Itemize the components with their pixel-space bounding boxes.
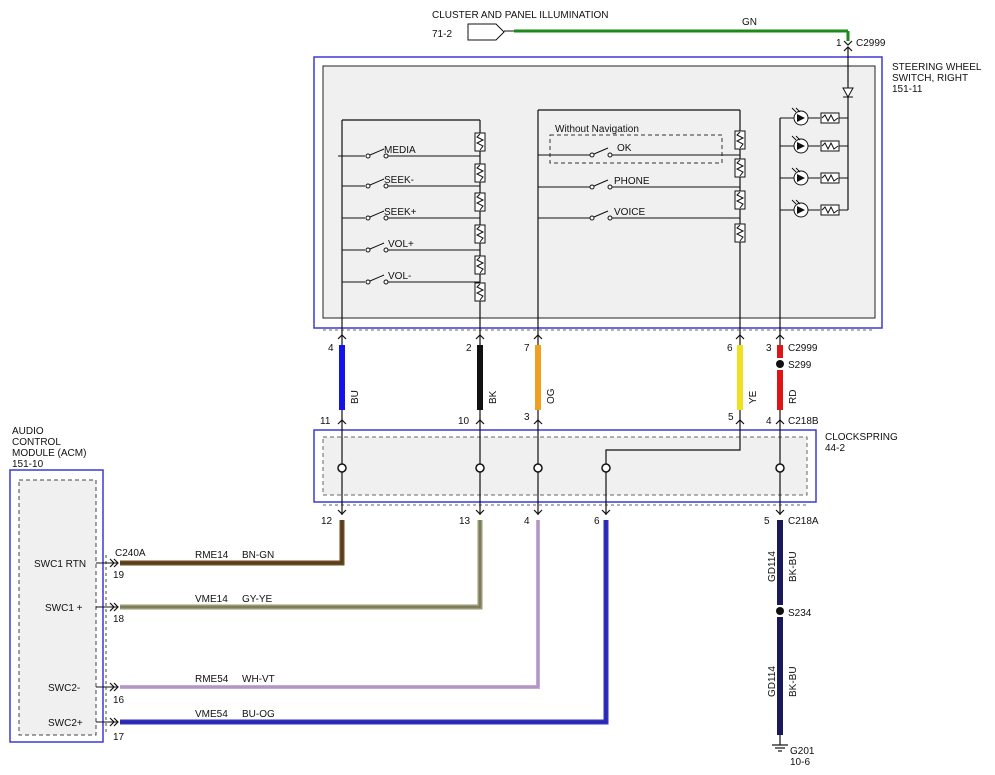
acm-title-1: AUDIO (12, 426, 44, 437)
top-source-title: CLUSTER AND PANEL ILLUMINATION (432, 10, 609, 21)
acm-pin-18: 18 (113, 614, 125, 625)
acm-pin-label-swc2-minus: SWC2- (48, 683, 80, 694)
ground-color-lower: BK-BU (788, 666, 799, 697)
pin-c218a-13: 13 (459, 516, 471, 527)
clockspring-inner (322, 436, 808, 496)
acm-pins: SWC1 RTN 19 SWC1 + 18 SWC2- 16 SWC2+ 17 (34, 558, 125, 743)
color-gy-ye: GY-YE (242, 594, 273, 605)
acm-pin-17: 17 (113, 732, 125, 743)
acm-title-2: CONTROL (12, 437, 61, 448)
acm-pin-label-swc1-rtn: SWC1 RTN (34, 559, 86, 570)
splice-s234 (776, 607, 784, 615)
splice-s299 (776, 360, 784, 368)
ground-circuit-lower: GD114 (767, 666, 778, 697)
clockspring-bottom-pins: 12 13 4 6 5 C218A (321, 509, 819, 527)
c2999-top-label: C2999 (856, 38, 886, 49)
pin-top-ye: 6 (727, 343, 733, 354)
switch-label-media: MEDIA (384, 145, 416, 156)
pin-bottom-ye: 5 (728, 412, 734, 423)
gn-wire-label: GN (742, 17, 757, 28)
acm-connector-label: C240A (115, 548, 146, 559)
pin-c218a-12: 12 (321, 516, 333, 527)
clockspring-ref: 44-2 (825, 443, 845, 454)
pin-bottom-rd: 4 (766, 416, 772, 427)
connector-c218a-label: C218A (788, 516, 819, 527)
pin-bottom-bk: 10 (458, 416, 470, 427)
acm-wires: RME14 BN-GN VME14 GY-YE RME54 WH-VT VME5… (120, 520, 609, 725)
ground-ref-label: 10-6 (790, 757, 810, 768)
switch-label-ok: OK (617, 143, 632, 154)
pin-top-bk: 2 (466, 343, 472, 354)
color-rd: RD (788, 390, 799, 404)
harness-wires: 4 11 BU 2 10 BK 7 3 OG 6 5 YE (320, 330, 819, 427)
switch-label-vol-plus: VOL+ (388, 239, 414, 250)
diode-icon (842, 87, 854, 99)
acm-title-3: MODULE (ACM) (12, 448, 86, 459)
acm-pin-19: 19 (113, 570, 125, 581)
circuit-vme54: VME54 (195, 709, 228, 720)
wire-bu-og (120, 520, 609, 725)
acm-pin-label-swc2-plus: SWC2+ (48, 718, 83, 729)
steering-switch-inner (322, 65, 876, 319)
wire-bn-gn (120, 520, 345, 566)
pin-c218a-4: 4 (524, 516, 530, 527)
ground-g201-label: G201 (790, 746, 815, 757)
switch-label-seek-minus: SEEK- (384, 175, 414, 186)
left-switch-bank: MEDIA SEEK- SEEK+ VOL+ VOL- (338, 132, 486, 302)
circuit-vme14: VME14 (195, 594, 228, 605)
clockspring-outline (313, 429, 817, 503)
color-bu-og: BU-OG (242, 709, 275, 720)
led-illumination-bank (779, 47, 854, 330)
pin-top-rd: 3 (766, 343, 772, 354)
ground-color-upper: BK-BU (788, 551, 799, 582)
switch-label-vol-minus: VOL- (388, 271, 411, 282)
pin-bottom-bu: 11 (320, 416, 331, 427)
pin-c218a-5: 5 (764, 516, 770, 527)
connector-c2999-label: C2999 (788, 343, 818, 354)
right-switch-bank: Without Navigation OK PHONE VOICE (537, 109, 746, 330)
splice-s299-label: S299 (788, 360, 812, 371)
switch-label-voice: VOICE (614, 207, 645, 218)
acm-pin-label-swc1-plus: SWC1 + (45, 603, 83, 614)
c2999-top-pin: 1 (836, 38, 842, 49)
color-wh-vt: WH-VT (242, 674, 275, 685)
switch-label-phone: PHONE (614, 176, 650, 187)
color-bn-gn: BN-GN (242, 550, 274, 561)
color-bk: BK (488, 390, 499, 404)
top-source-ref: 71-2 (432, 29, 452, 40)
pin-c218a-6: 6 (594, 516, 600, 527)
clockspring-title: CLOCKSPRING (825, 432, 898, 443)
steering-switch-title-2: SWITCH, RIGHT (892, 73, 968, 84)
without-navigation-label: Without Navigation (555, 124, 639, 135)
color-og: OG (546, 388, 557, 404)
wire-gy-ye (120, 520, 483, 610)
ground-circuit-upper: GD114 (767, 551, 778, 582)
acm-outline (9, 469, 104, 743)
color-bu: BU (350, 390, 361, 404)
pin-top-og: 7 (524, 343, 530, 354)
top-source-connector (467, 23, 505, 41)
circuit-rme14: RME14 (195, 550, 229, 561)
connector-c218b-label: C218B (788, 416, 819, 427)
color-ye: YE (748, 390, 759, 404)
steering-switch-title-1: STEERING WHEEL (892, 62, 982, 73)
acm-ref: 151-10 (12, 459, 44, 470)
steering-switch-outline (313, 56, 883, 329)
wire-wh-vt (120, 520, 540, 689)
switch-label-seek-plus: SEEK+ (384, 207, 417, 218)
ground-wire: GD114 BK-BU S234 GD114 BK-BU G201 10-6 (767, 520, 815, 768)
pin-bottom-og: 3 (524, 412, 530, 423)
acm-pin-16: 16 (113, 695, 125, 706)
pin-top-bu: 4 (328, 343, 334, 354)
splice-s234-label: S234 (788, 608, 812, 619)
without-navigation-box (549, 134, 723, 164)
clockspring-paths (337, 420, 785, 515)
steering-switch-ref: 151-11 (892, 84, 923, 95)
circuit-rme54: RME54 (195, 674, 229, 685)
